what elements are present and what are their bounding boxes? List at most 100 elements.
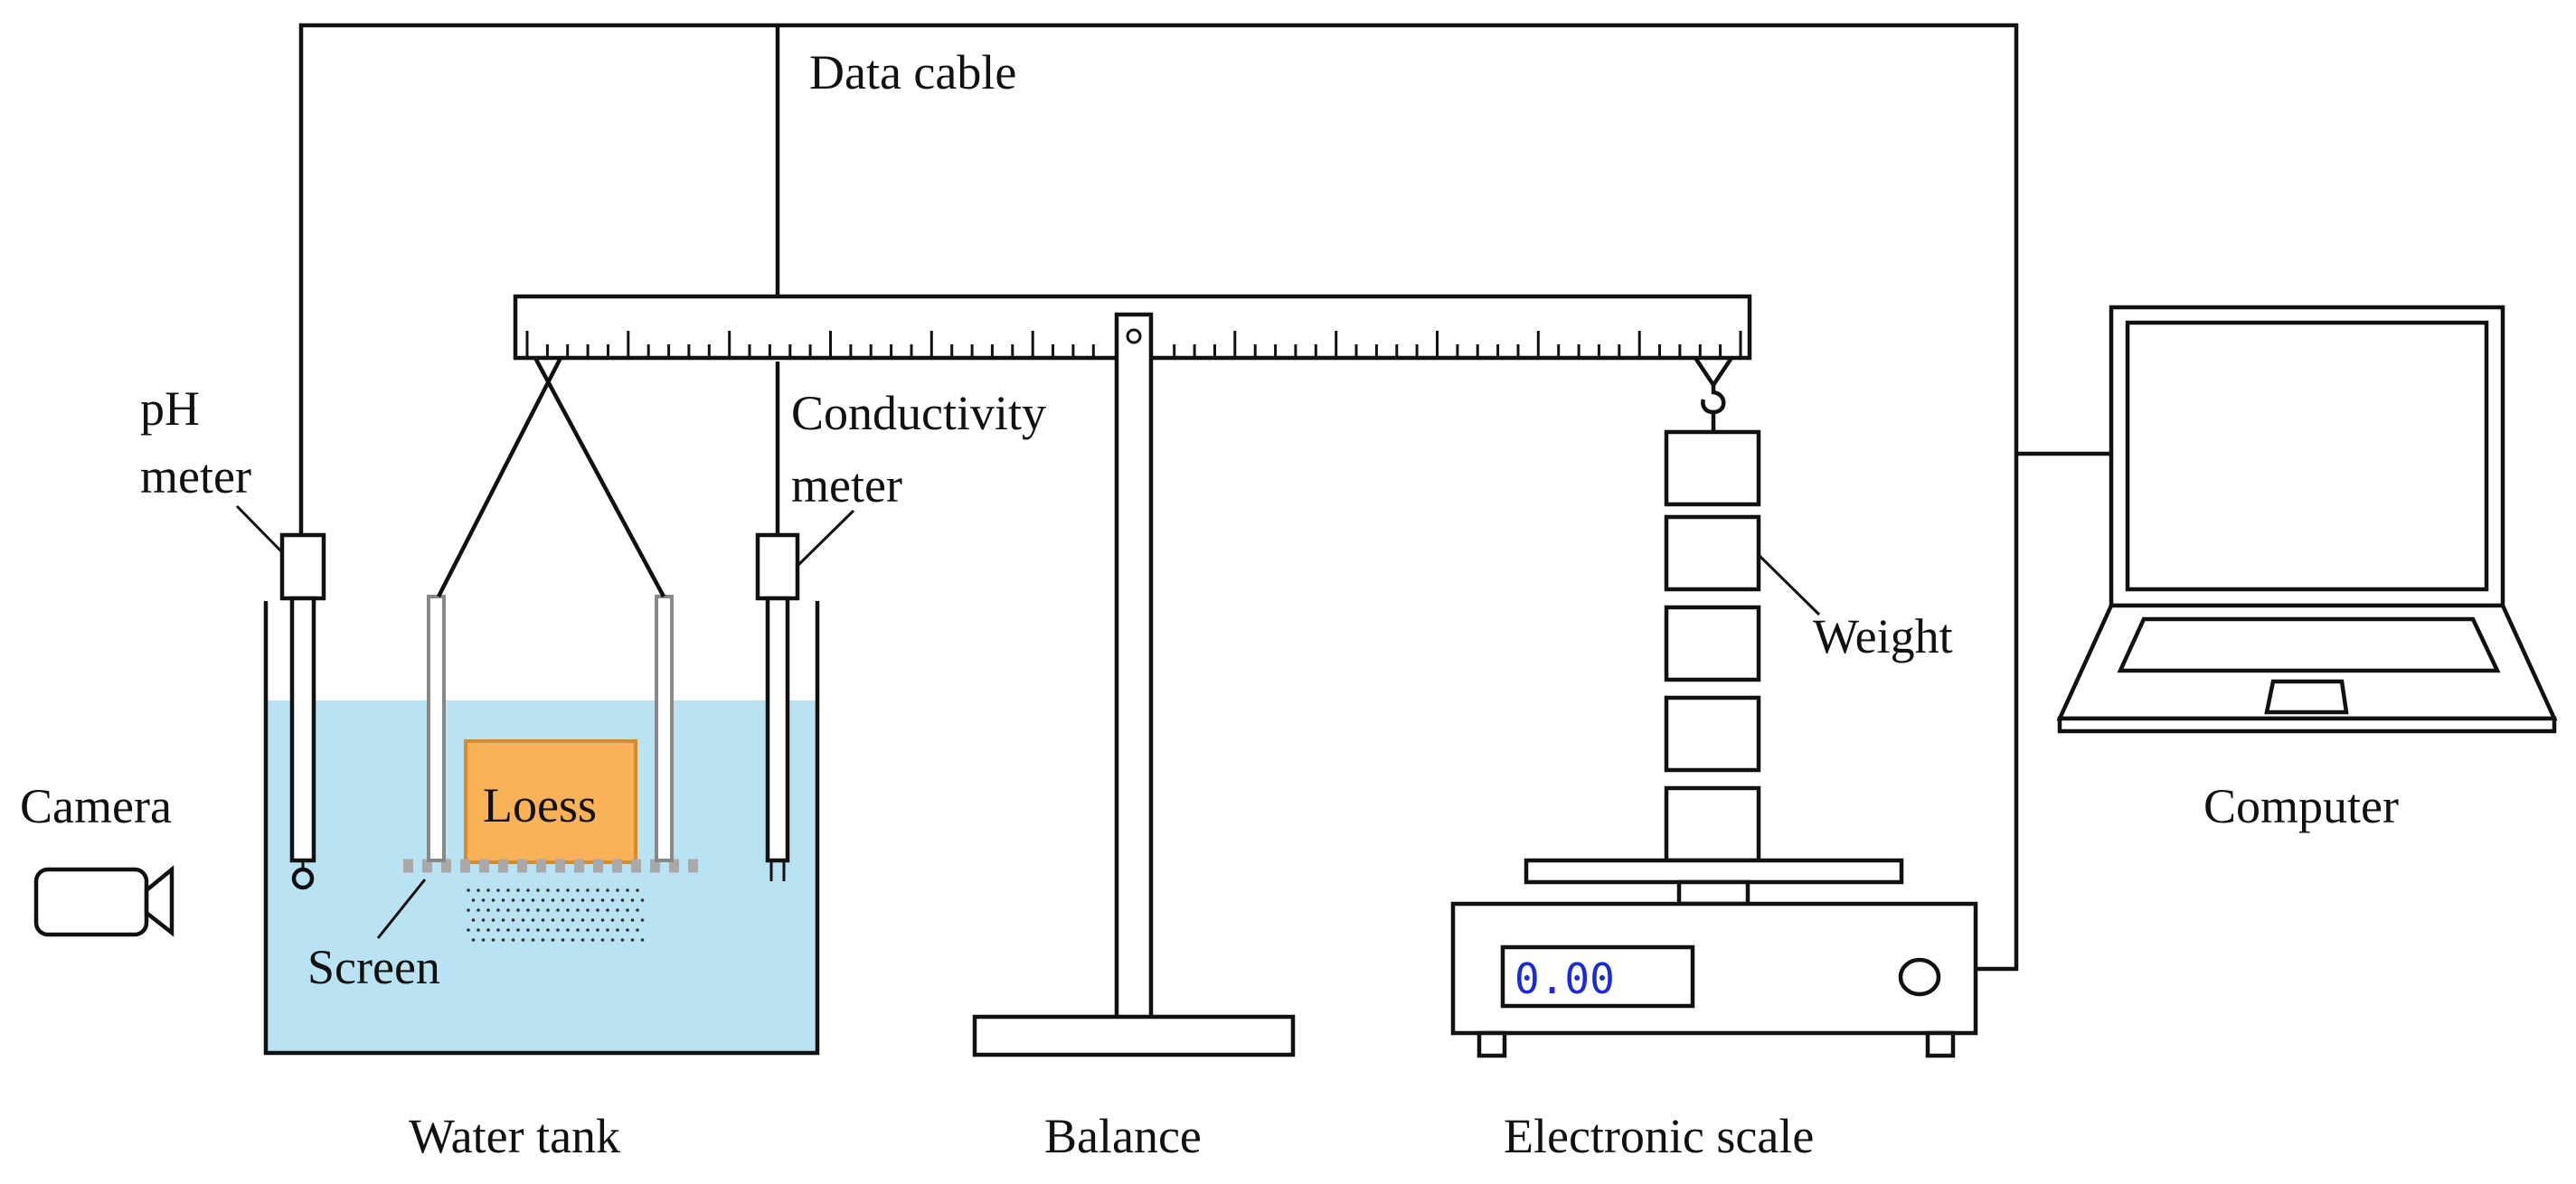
sediment-dot	[501, 938, 505, 942]
ph-meter-head	[279, 532, 326, 601]
weight-label: Weight	[1813, 609, 1953, 663]
laptop-keyboard	[2117, 616, 2501, 673]
sediment-dot	[521, 918, 525, 922]
sediment-dot	[596, 888, 599, 892]
sediment-dot	[531, 898, 535, 902]
conductivity-meter-head	[755, 532, 800, 601]
sediment-dot	[610, 898, 615, 902]
hook-bracket	[1694, 356, 1733, 390]
ph-meter-label-line1: pH	[140, 381, 200, 436]
conductivity-meter	[755, 362, 800, 881]
scale-display	[1500, 944, 1695, 1009]
sediment-dot	[630, 938, 635, 942]
sediment-dot	[616, 888, 619, 892]
laptop-screen	[2125, 320, 2489, 592]
sediment-dot	[606, 888, 609, 892]
sediment-dot	[546, 908, 550, 912]
sediment-dot	[541, 898, 545, 902]
sediment-dot	[467, 908, 470, 912]
sediment-dot	[501, 918, 505, 922]
sediment-dot	[501, 898, 505, 902]
sediment-dot	[481, 898, 486, 902]
sediment-dot	[626, 928, 629, 932]
sediment-dot	[467, 888, 470, 892]
sediment-dot	[616, 928, 619, 932]
ph-meter-label-line2: meter	[140, 449, 251, 503]
sediment-dot	[580, 898, 585, 902]
weight-block-5	[1664, 785, 1761, 863]
sediment-dot	[571, 918, 575, 922]
sediment-dot	[536, 908, 540, 912]
sediment-dot	[477, 888, 480, 892]
suspension-rod-right	[655, 595, 674, 862]
sediment-dot	[596, 928, 599, 932]
tank-walls	[263, 601, 820, 1056]
sediment-dot	[506, 908, 510, 912]
sediment-dot	[526, 928, 530, 932]
sediment-dot	[596, 908, 599, 912]
sediment-dot	[516, 888, 520, 892]
sediment-dot	[471, 938, 476, 942]
sediment-dot	[551, 918, 555, 922]
sediment-dot	[496, 888, 500, 892]
balance-base	[972, 1014, 1296, 1057]
scale-foot-right	[1925, 1030, 1956, 1058]
sediment-dot	[616, 908, 619, 912]
loess-label: Loess	[483, 778, 597, 832]
camera-label: Camera	[20, 779, 172, 833]
conductivity-leader-line	[796, 509, 855, 568]
sediment-dot	[580, 938, 585, 942]
sediment-dot	[636, 888, 639, 892]
water-tank-label: Water tank	[409, 1109, 620, 1163]
scale-power-button[interactable]	[1898, 957, 1941, 997]
sediment-dot	[590, 898, 595, 902]
water-tank: Loess	[263, 356, 820, 1056]
conductivity-meter-probe	[765, 596, 790, 863]
hook	[1701, 385, 1726, 415]
sediment-dot	[506, 928, 510, 932]
sediment-dot	[491, 898, 495, 902]
rope-left	[436, 356, 563, 598]
sediment-dot	[630, 898, 635, 902]
weight-block-4	[1664, 695, 1761, 773]
conductivity-label-line1: Conductivity	[791, 386, 1046, 440]
sediment-dot	[491, 918, 495, 922]
sediment-dot	[511, 918, 515, 922]
laptop-base-edge	[2057, 716, 2557, 734]
sediment-dot	[600, 918, 605, 922]
sediment-dot	[571, 898, 575, 902]
sediment-dot	[556, 888, 560, 892]
sediment-dot	[471, 918, 476, 922]
laptop-touchpad	[2264, 679, 2349, 715]
sediment-dot	[521, 938, 525, 942]
balance	[513, 294, 1752, 1057]
sediment-dot	[576, 908, 580, 912]
sediment-dot	[640, 918, 645, 922]
sediment-dot	[576, 928, 580, 932]
sediment-dot	[526, 888, 530, 892]
sediment-dot	[636, 908, 639, 912]
sediment-dot	[590, 918, 595, 922]
balance-label: Balance	[1044, 1109, 1202, 1163]
scale-platform-support	[1676, 879, 1750, 907]
sediment-dot	[561, 938, 565, 942]
sediment-dot	[531, 918, 535, 922]
screen-label: Screen	[307, 940, 440, 994]
sediment-dot	[477, 908, 480, 912]
electronic-scale: 0.00	[1450, 858, 1978, 1058]
sediment-dot	[561, 898, 565, 902]
sediment-dot	[576, 888, 580, 892]
rope-right	[533, 356, 665, 598]
sediment-dot	[481, 918, 486, 922]
ph-meter	[279, 532, 326, 890]
sediment-dot	[526, 908, 530, 912]
data-cable	[298, 23, 2111, 972]
sediment-dot	[556, 928, 560, 932]
sediment-dot	[606, 928, 609, 932]
sediment-dot	[541, 918, 545, 922]
sediment-dot	[600, 938, 605, 942]
loess-sample	[464, 739, 637, 864]
sediment-dot	[586, 908, 590, 912]
sediment-dot	[551, 938, 555, 942]
sediment-dot	[471, 898, 476, 902]
